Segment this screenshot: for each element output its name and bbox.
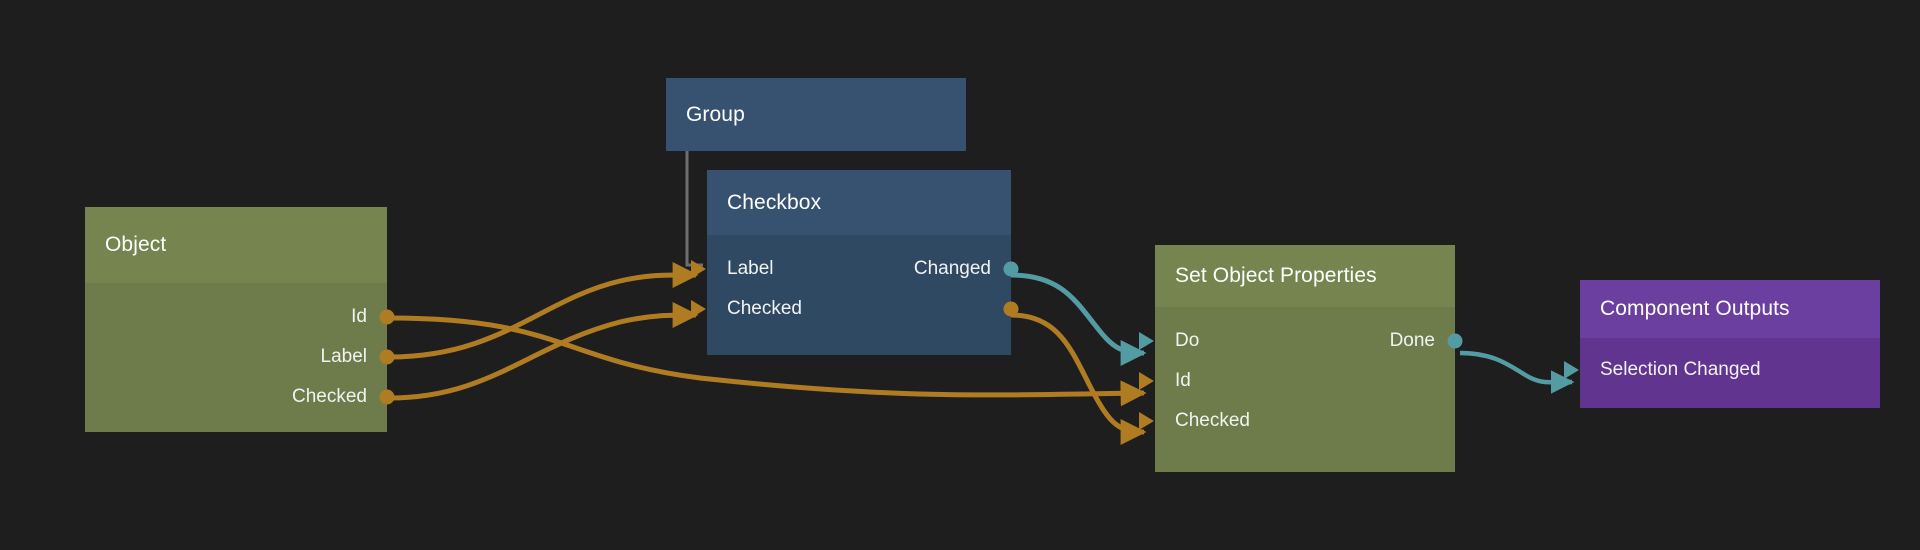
port-arrow-checkbox-checked[interactable] — [691, 300, 706, 318]
port-object-label-label: Label — [320, 346, 368, 367]
port-object-checked[interactable]: Checked — [85, 377, 395, 417]
node-checkbox-body: Label Changed Checked — [691, 235, 1019, 355]
port-row-sop-id[interactable]: Id — [1139, 361, 1455, 401]
node-set-object-properties-body: Do Done Id Checked — [1139, 307, 1463, 472]
node-checkbox[interactable]: Checkbox Label Changed Checked — [691, 170, 1019, 355]
port-arrow-sop-checked[interactable] — [1139, 412, 1154, 430]
port-dot-checkbox-checked-out[interactable] — [1003, 301, 1019, 317]
port-row-sop-do-done[interactable]: Do Done — [1139, 321, 1463, 361]
node-object-body: Id Label Checked — [85, 283, 395, 432]
port-arrow-sop-do[interactable] — [1139, 332, 1154, 350]
port-sop-done-out: Done — [1389, 330, 1435, 351]
port-arrow-selection-changed[interactable] — [1564, 361, 1579, 379]
port-row-checkbox-checked[interactable]: Checked — [691, 289, 1019, 329]
edge-object-label-to-checkbox-label — [388, 261, 699, 360]
port-object-id-label: Id — [351, 306, 367, 327]
port-arrow-checkbox-label[interactable] — [691, 260, 706, 278]
port-checkbox-label-in: Label — [727, 258, 774, 279]
edge-checkbox-changed-to-sop-do — [1010, 272, 1147, 366]
node-set-object-properties-title: Set Object Properties — [1155, 245, 1455, 307]
port-row-checkbox-label-changed[interactable]: Label Changed — [691, 249, 1019, 289]
group-child-bracket — [685, 151, 703, 267]
port-dot-sop-done[interactable] — [1447, 333, 1463, 349]
port-object-id[interactable]: Id — [85, 297, 395, 337]
port-arrow-sop-id[interactable] — [1139, 372, 1154, 390]
port-row-sop-checked[interactable]: Checked — [1139, 401, 1455, 441]
node-group-title: Group — [686, 102, 745, 126]
node-component-outputs-body: Selection Changed — [1564, 338, 1880, 408]
node-object-title: Object — [85, 207, 387, 283]
port-object-label[interactable]: Label — [85, 337, 395, 377]
port-selection-changed-label: Selection Changed — [1600, 359, 1761, 380]
node-checkbox-title: Checkbox — [707, 170, 1011, 235]
port-sop-checked-in: Checked — [1175, 410, 1250, 431]
node-component-outputs-title: Component Outputs — [1580, 280, 1880, 338]
node-object[interactable]: Object Id Label Checked — [85, 207, 395, 432]
port-checkbox-checked-in: Checked — [727, 298, 802, 319]
port-object-checked-label: Checked — [292, 386, 367, 407]
port-row-selection-changed[interactable]: Selection Changed — [1564, 350, 1880, 390]
edge-object-checked-to-checkbox-checked — [388, 302, 699, 401]
node-component-outputs[interactable]: Component Outputs Selection Changed — [1564, 280, 1880, 408]
edge-sop-done-to-component-outputs — [1459, 350, 1575, 394]
port-checkbox-changed-out: Changed — [913, 258, 991, 279]
port-sop-do-in: Do — [1175, 330, 1200, 351]
edge-checkbox-checked-to-sop-checked — [1010, 312, 1147, 445]
port-dot-checkbox-changed[interactable] — [1003, 261, 1019, 277]
port-dot-object-label[interactable] — [379, 349, 395, 365]
node-set-object-properties[interactable]: Set Object Properties Do Done Id Checked — [1139, 245, 1463, 472]
port-dot-object-id[interactable] — [379, 309, 395, 325]
port-dot-object-checked[interactable] — [379, 389, 395, 405]
node-group[interactable]: Group — [666, 78, 966, 151]
port-sop-id-in: Id — [1175, 370, 1191, 391]
